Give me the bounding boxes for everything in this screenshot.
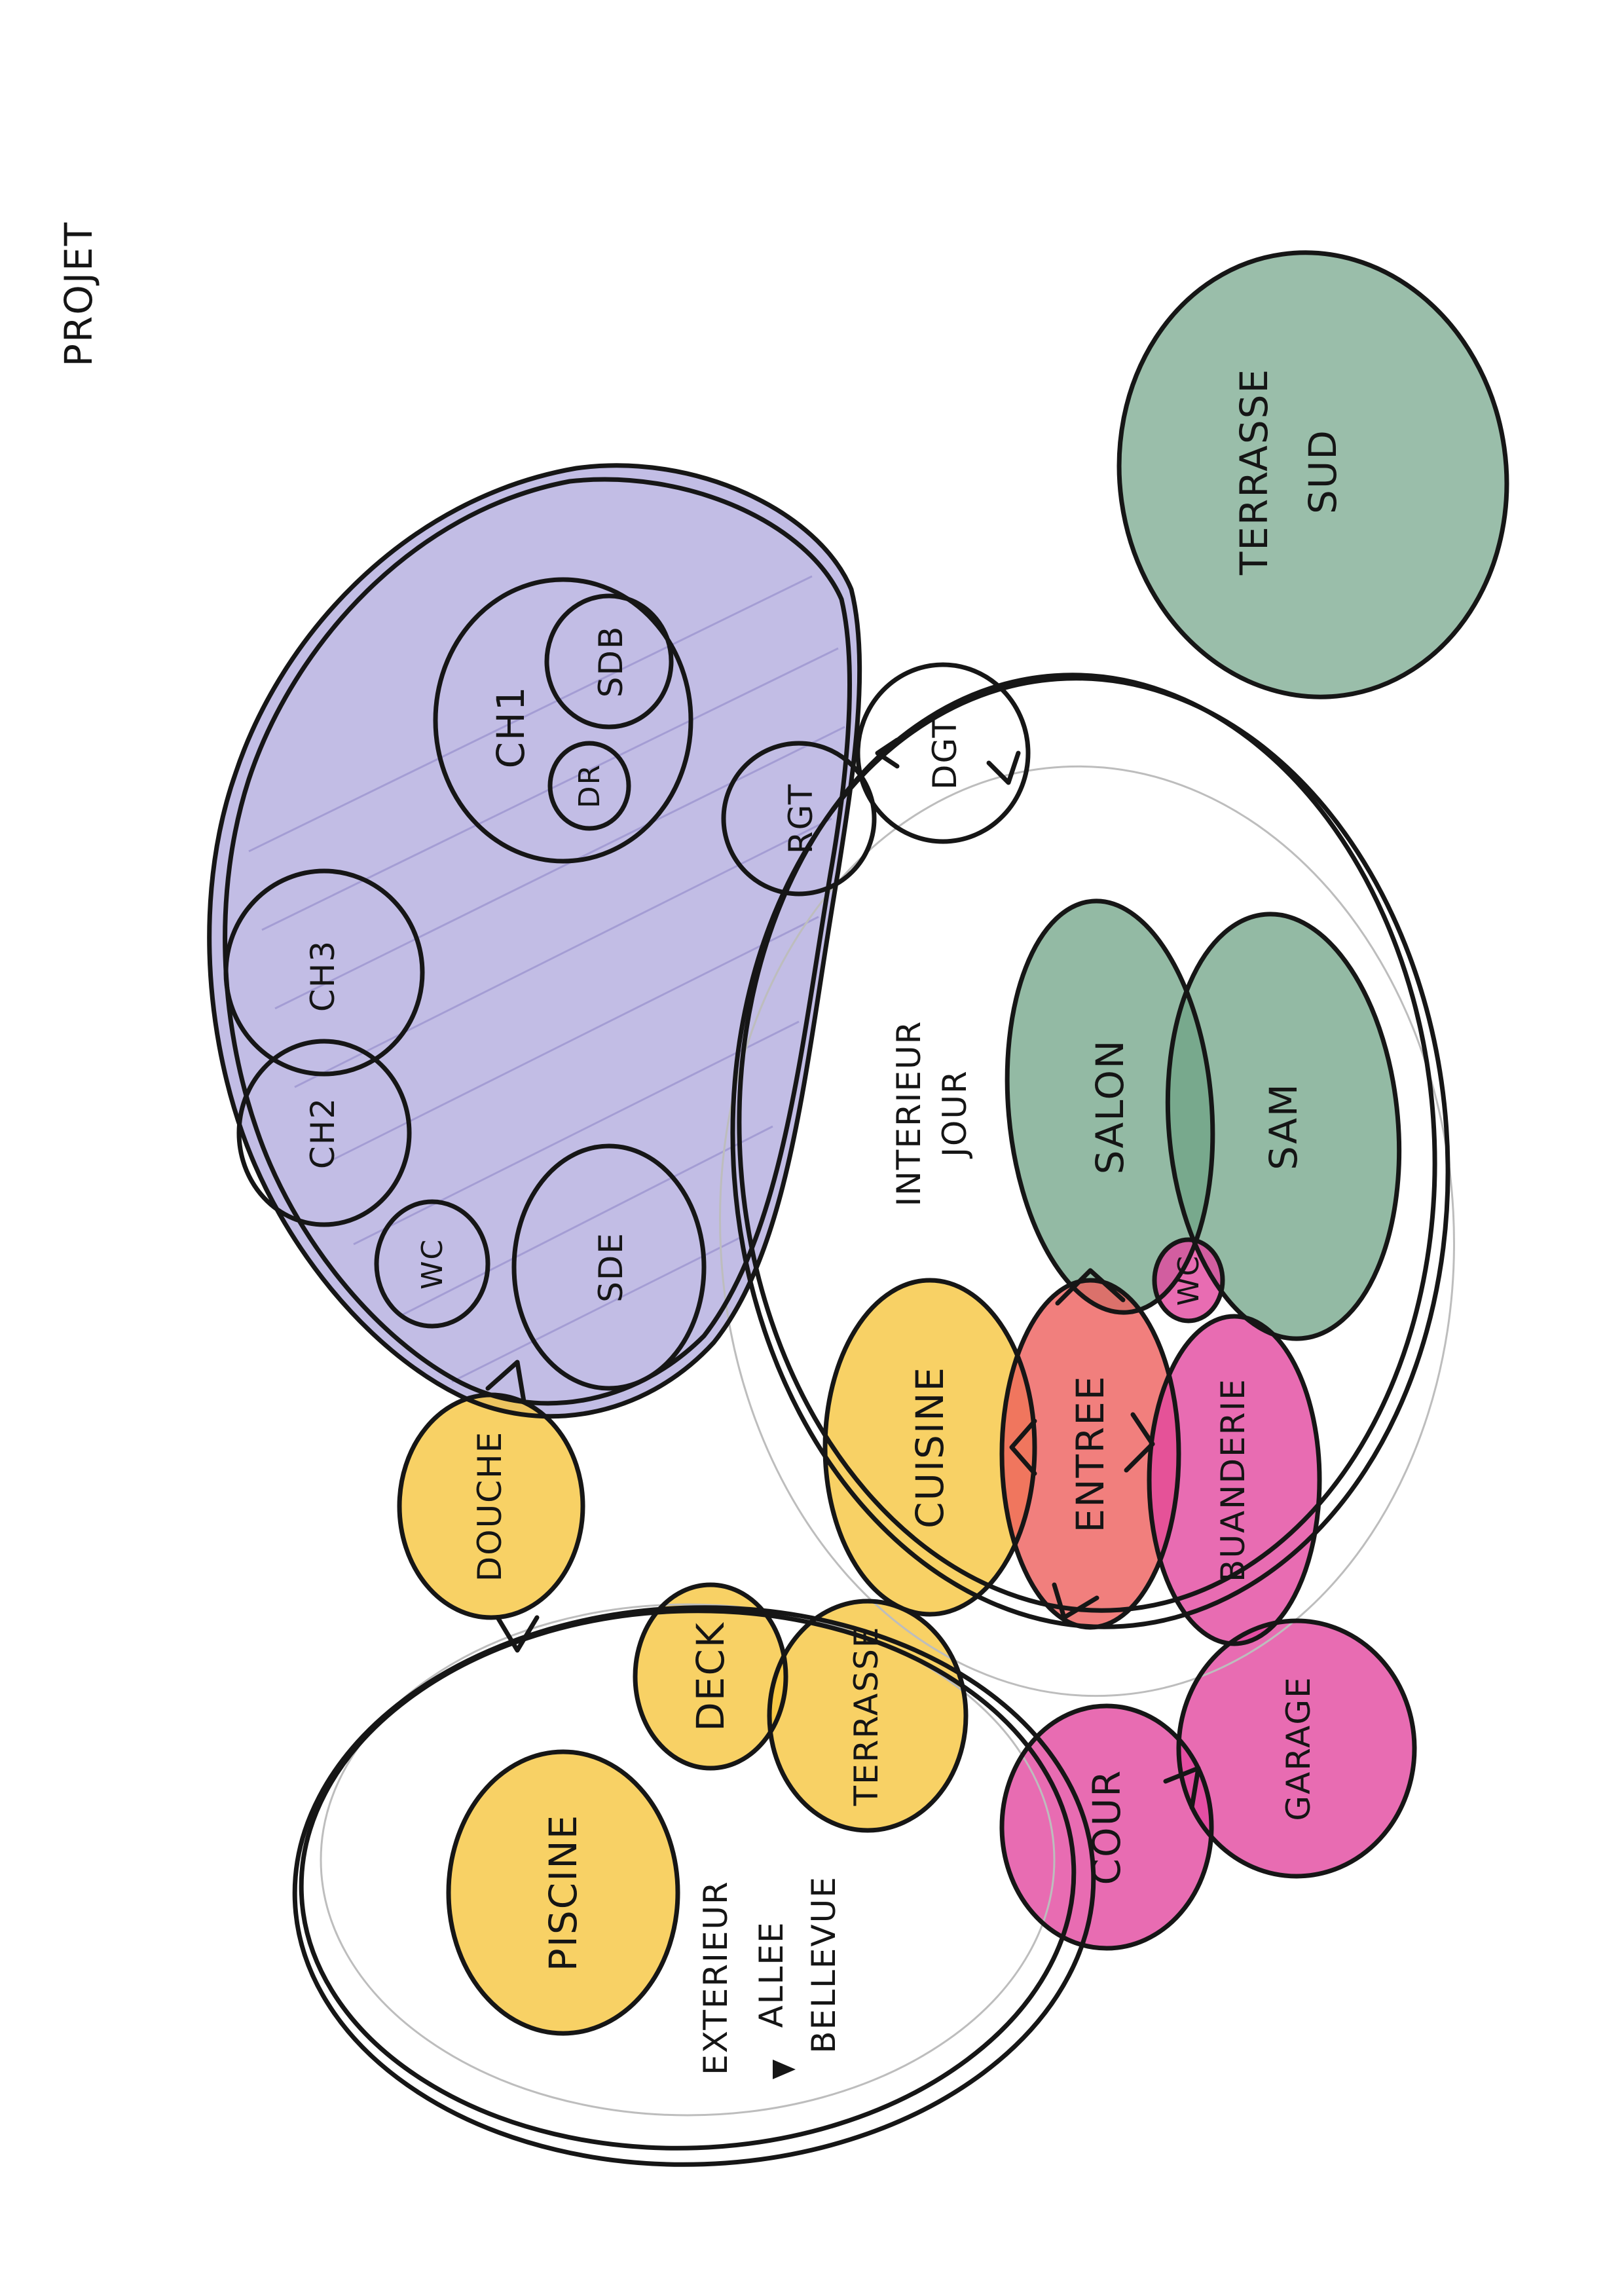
label-cour: COUR (1084, 1769, 1129, 1885)
dgt-outline (855, 662, 1031, 844)
zone-terrasse-sud-outline (1116, 250, 1509, 699)
label-deck: DECK (688, 1621, 733, 1731)
arrow-entree-salon (1055, 1268, 1126, 1306)
deck-outline (633, 1582, 788, 1771)
rgt-outline (721, 741, 877, 897)
label-terrasse-sud-2: SUD (1301, 429, 1345, 514)
ch3-outline (223, 868, 425, 1077)
arrow-entree-cuisine (1009, 1418, 1037, 1476)
label-terrasse-sud-1: TERRASSE (1232, 368, 1276, 576)
wc-jour-outline (1152, 1237, 1225, 1324)
triangle-marker-icon (773, 2060, 796, 2079)
cour-outline (999, 1703, 1214, 1951)
arrow-douche-ext (495, 1615, 540, 1653)
arrow-entree-buanderie (1124, 1412, 1155, 1473)
douche-fill (399, 1395, 583, 1618)
label-sde: SDE (592, 1232, 630, 1303)
label-interieur-jour-1: INTERIEUR (890, 1020, 928, 1207)
zone-interieur-jour-outline (737, 673, 1437, 1613)
deck-fill (635, 1585, 786, 1768)
arrow-cour-garage (1163, 1766, 1201, 1810)
sdb-outline (544, 593, 674, 730)
label-ch1: CH1 (489, 685, 533, 768)
zone-nuit-outline (207, 463, 862, 1419)
wc-nuit-outline (374, 1199, 490, 1329)
label-terrasse: TERRASSE (847, 1626, 885, 1807)
label-ch3: CH3 (304, 940, 342, 1012)
connection-arrows (485, 737, 1201, 1810)
zone-nuit-fill (209, 465, 860, 1416)
entree-outline (999, 1278, 1181, 1630)
label-douche: DOUCHE (471, 1431, 509, 1582)
label-exterieur-acces-1: ALLEE (752, 1921, 790, 2028)
label-exterieur: EXTERIEUR (697, 1880, 735, 2075)
label-piscine: PISCINE (541, 1814, 585, 1972)
faint-guide-1 (719, 765, 1455, 1697)
arrow-entree-ext (1052, 1582, 1099, 1620)
sde-outline (511, 1143, 707, 1391)
buanderie-outline (1147, 1314, 1322, 1646)
salon-outline (1005, 898, 1215, 1315)
cour-fill (1002, 1706, 1211, 1948)
entree-fill (1002, 1280, 1179, 1627)
label-sdb: SDB (592, 625, 630, 698)
zone-exterieur-outline (299, 1608, 1077, 2151)
cuisine-outline (822, 1278, 1037, 1617)
terrasse-outline (767, 1599, 969, 1833)
label-buanderie: BUANDERIE (1214, 1378, 1252, 1582)
douche-outline (397, 1392, 585, 1620)
project-title: PROJET (56, 221, 101, 367)
faint-guide-2 (320, 1603, 1056, 2117)
label-ch2: CH2 (304, 1097, 342, 1169)
label-exterieur-acces-2: BELLEVUE (805, 1876, 843, 2054)
label-salon: SALON (1088, 1039, 1132, 1175)
label-cuisine: CUISINE (908, 1366, 952, 1528)
label-dr: DR (573, 764, 606, 808)
sam-fill (1168, 914, 1399, 1339)
label-sam: SAM (1261, 1083, 1306, 1170)
garage-outline (1176, 1618, 1417, 1879)
ch1-outline (433, 577, 693, 864)
piscine-outline (446, 1749, 680, 2036)
zone-interieur-jour-outline-2 (730, 676, 1450, 1629)
garage-fill (1179, 1621, 1414, 1876)
label-wc-nuit: WC (416, 1238, 449, 1289)
ch2-outline (236, 1039, 412, 1227)
arrow-dgt-jour (986, 750, 1021, 785)
label-rgt: RGT (782, 783, 820, 854)
label-wc-jour: WC (1172, 1255, 1206, 1306)
buanderie-fill (1149, 1316, 1320, 1644)
piscine-fill (449, 1752, 678, 2033)
arrow-douche-nuit (485, 1360, 526, 1404)
sam-outline (1165, 912, 1402, 1341)
label-garage: GARAGE (1280, 1676, 1318, 1821)
zone-exterieur-outline-2 (292, 1605, 1096, 2167)
label-dgt: DGT (926, 716, 964, 790)
label-entree: ENTREE (1068, 1375, 1113, 1532)
label-interieur-jour-2: JOUR (936, 1069, 974, 1158)
arrow-dgt-rgt (875, 737, 900, 769)
salon-fill (1007, 900, 1213, 1313)
zone-nuit-outline-2 (223, 477, 852, 1406)
wc-jour-fill (1154, 1240, 1223, 1321)
cuisine-fill (825, 1280, 1035, 1614)
dr-outline (547, 741, 631, 831)
zone-terrasse-sud-fill (1119, 252, 1507, 697)
